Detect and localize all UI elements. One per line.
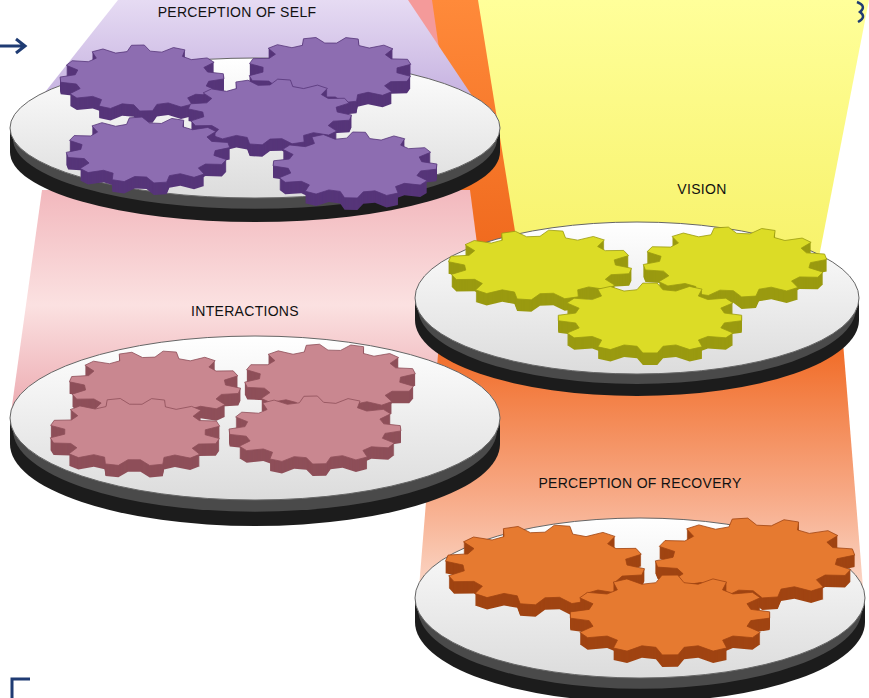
gear-face	[570, 575, 769, 655]
gear-side	[60, 46, 224, 112]
gear-platform: PERCEPTION OF SELF	[8, 0, 508, 235]
platform-drawing	[410, 175, 865, 400]
gear	[50, 399, 219, 478]
gear-side	[558, 284, 741, 354]
gear-face	[643, 227, 827, 297]
platform-label: PERCEPTION OF RECOVERY	[538, 475, 741, 492]
gear-face	[558, 283, 741, 353]
platform-drawing	[5, 295, 505, 535]
platform-label: PERCEPTION OF SELF	[158, 4, 317, 21]
disc-face	[415, 518, 865, 678]
platform-label: INTERACTIONS	[191, 303, 299, 320]
gear-face	[273, 132, 437, 198]
gear-side	[66, 118, 230, 184]
gear-face	[50, 399, 219, 466]
gear	[66, 117, 230, 195]
gear-platform: INTERACTIONS	[5, 295, 505, 535]
disc-face	[415, 222, 859, 374]
platform-label: VISION	[677, 181, 726, 198]
gear-side	[273, 133, 437, 199]
gear-platform: PERCEPTION OF RECOVERY	[410, 470, 869, 698]
gear-platform: VISION	[410, 175, 865, 400]
arrow-fragment	[0, 39, 25, 53]
gear-side	[50, 400, 219, 467]
gear	[558, 283, 741, 365]
gear-side	[643, 228, 827, 298]
gear-face	[60, 45, 224, 111]
disc-face	[10, 336, 500, 500]
arrow-fragment	[857, 2, 863, 22]
gear-face	[229, 396, 401, 464]
gear-side	[229, 397, 401, 465]
gear	[570, 575, 769, 667]
platform-drawing	[410, 470, 869, 698]
gear-face	[66, 117, 230, 183]
gear	[273, 132, 437, 210]
gear-side	[570, 576, 769, 656]
platform-drawing	[8, 0, 508, 235]
arrow-fragment	[12, 679, 30, 698]
gear	[229, 396, 401, 476]
